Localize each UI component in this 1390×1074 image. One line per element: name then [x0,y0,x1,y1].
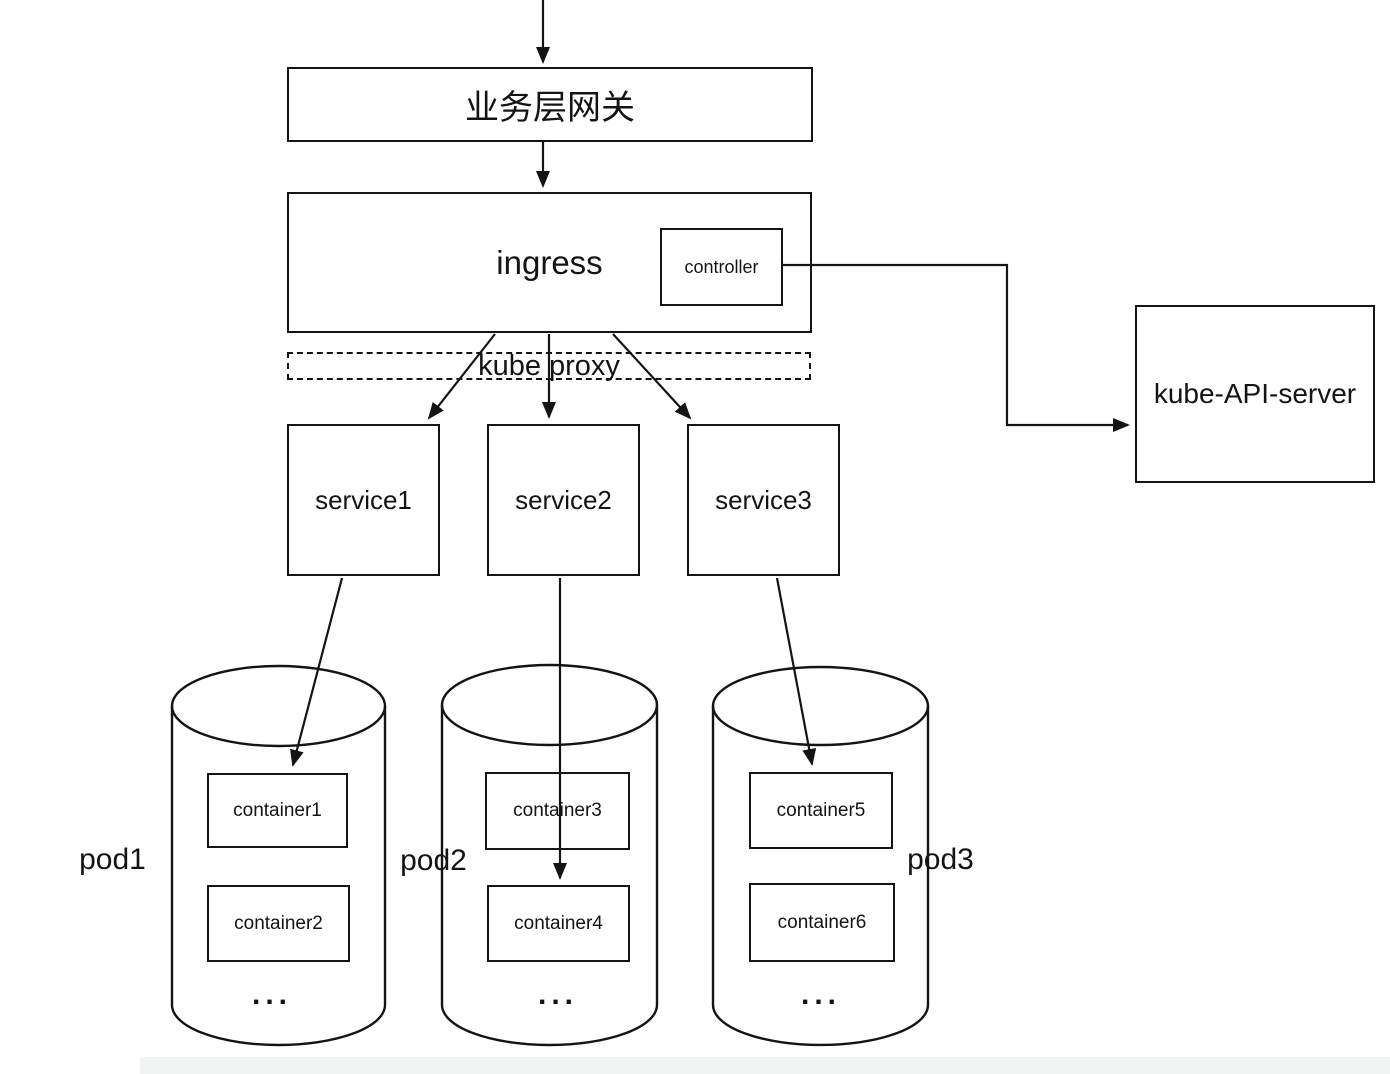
pod1-ellipsis: ... [251,978,292,1011]
ingress-label: ingress [496,243,603,281]
pod3-label: pod3 [907,843,974,876]
arrow-service1-to-container1 [290,577,344,767]
container2-box: container2 [207,885,350,962]
business-gateway-box: 业务层网关 [287,67,813,142]
pod3-ellipsis: ... [800,978,841,1011]
ingress-box [287,192,812,333]
service3-box: service3 [687,424,840,576]
controller-box: controller [660,228,783,306]
arrow-controller-to-api-server [783,263,1130,432]
container1-box: container1 [207,773,348,848]
container4-box: container4 [487,885,630,962]
page-edge-shadow [140,1057,1390,1074]
container3-box: container3 [485,772,630,850]
pod1-label: pod1 [79,843,146,876]
pod2-label: pod2 [400,844,467,877]
kube-api-server-box: kube-API-server [1135,305,1375,483]
service1-box: service1 [287,424,440,576]
service2-box: service2 [487,424,640,576]
kube-proxy-label: kube proxy [478,349,620,382]
container5-box: container5 [749,772,893,849]
arrow-service3-to-container5 [775,577,817,766]
container6-box: container6 [749,883,895,962]
pod2-ellipsis: ... [537,978,578,1011]
